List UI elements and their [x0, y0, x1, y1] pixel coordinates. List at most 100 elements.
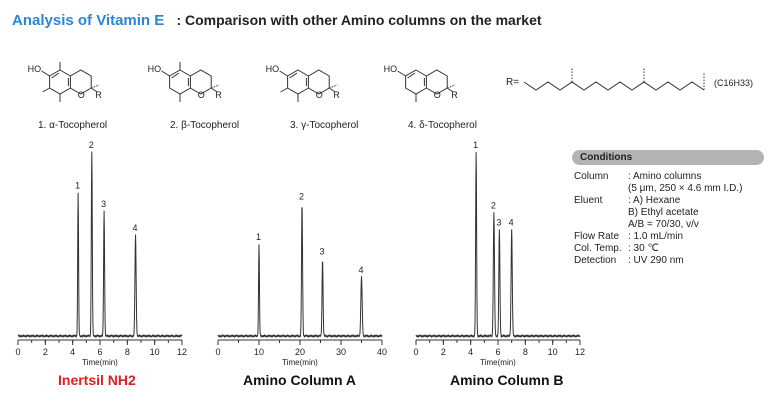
methyl-bond [211, 84, 220, 89]
x-tick-label: 12 [177, 347, 187, 357]
hydroxyl-bond [397, 70, 406, 77]
condition-value: : A) Hexane [628, 195, 681, 206]
benzene-ring [169, 69, 191, 95]
peak-label-4: 4 [359, 265, 364, 275]
double-bond [51, 72, 60, 79]
x-axis-label: Time(min) [82, 358, 118, 367]
x-axis-label: Time(min) [480, 358, 516, 367]
r-label: R [333, 90, 340, 100]
hydroxyl-bond [161, 70, 170, 77]
title-main: Analysis of Vitamin E [12, 12, 165, 29]
x-tick-label: 0 [15, 347, 20, 357]
hydroxyl-label: HO [28, 64, 41, 74]
x-tick-label: 4 [70, 347, 75, 357]
x-tick-label: 40 [377, 347, 387, 357]
peak-label-2: 2 [89, 140, 94, 150]
methyl-bond [280, 87, 288, 93]
peak-label-2: 2 [299, 192, 304, 202]
condition-value: A/B = 70/30, v/v [628, 219, 699, 230]
ring-oxygen-label: O [316, 90, 323, 100]
x-tick-label: 10 [254, 347, 264, 357]
page-title: Analysis of Vitamin E : Comparison with … [12, 12, 542, 29]
x-tick-label: 6 [97, 347, 102, 357]
ring-oxygen-label: O [434, 90, 441, 100]
condition-row: B) Ethyl acetate [572, 207, 764, 219]
x-tick-label: 0 [215, 347, 220, 357]
condition-row: A/B = 70/30, v/v [572, 219, 764, 231]
methyl-bond [42, 87, 50, 93]
r-bond [446, 87, 454, 93]
chart-label-inertsil-nh2: Inertsil NH2 [58, 372, 136, 388]
condition-row: Detection: UV 290 nm [572, 255, 764, 267]
pyran-ring [426, 69, 448, 95]
benzene-ring [287, 69, 309, 95]
condition-value: : Amino columns [628, 171, 702, 182]
condition-row: Column : Amino columns [572, 171, 764, 183]
structure-label-gamma: 3. γ-Tocopherol [290, 120, 359, 131]
r-label: R [95, 90, 102, 100]
r-label: R [215, 90, 222, 100]
peak-label-4: 4 [133, 223, 138, 233]
x-tick-label: 20 [295, 347, 305, 357]
r-group-chain: R= (C16H33) [506, 68, 753, 91]
hydroxyl-bond [279, 70, 288, 77]
peak-label-4: 4 [509, 217, 514, 227]
condition-row: (5 μm, 250 × 4.6 mm I.D.) [572, 183, 764, 195]
condition-key: Flow Rate [574, 231, 620, 242]
ring-oxygen-label: O [78, 90, 85, 100]
structure-label-beta: 2. β-Tocopherol [170, 120, 240, 131]
x-tick-label: 4 [468, 347, 473, 357]
title-subtitle: : Comparison with other Amino columns on… [176, 12, 542, 28]
r-label: R [451, 90, 458, 100]
x-tick-label: 10 [150, 347, 160, 357]
chart-label-amino-column-a: Amino Column A [243, 372, 357, 388]
peak-label-3: 3 [496, 217, 501, 227]
condition-key: Eluent [574, 195, 603, 206]
x-tick-label: 2 [441, 347, 446, 357]
r-bond [90, 87, 98, 93]
x-axis-label: Time(min) [282, 358, 318, 367]
condition-value: : 30 ℃ [628, 243, 659, 254]
r-equals: R= [506, 77, 519, 88]
pyran-ring [70, 69, 92, 95]
peak-label-3: 3 [320, 247, 325, 257]
structure-label-alpha: 1. α-Tocopherol [38, 120, 108, 131]
conditions-panel: Conditions Column: Amino columns(5 μm, 2… [572, 150, 764, 267]
hydroxyl-label: HO [148, 64, 162, 74]
peak-label-1: 1 [256, 232, 261, 242]
condition-value: B) Ethyl acetate [628, 207, 699, 218]
hydroxyl-label: HO [266, 64, 280, 74]
hydroxyl-label: HO [384, 64, 398, 74]
x-tick-label: 30 [336, 347, 346, 357]
chromatogram-trace [415, 152, 581, 339]
double-bond [171, 72, 180, 79]
chromatogram-trace [17, 151, 183, 339]
condition-row: Flow Rate : 1.0 mL/min [572, 231, 764, 243]
pyran-ring [190, 69, 212, 95]
methyl-bond [329, 84, 338, 89]
hydroxyl-bond [41, 70, 50, 77]
x-tick-label: 0 [413, 347, 418, 357]
condition-key: Column [574, 171, 609, 182]
double-bond [407, 72, 416, 79]
chromatogram-trace [217, 207, 383, 339]
peak-label-1: 1 [75, 180, 80, 190]
benzene-ring [49, 69, 71, 95]
condition-key: Detection [574, 255, 617, 266]
condition-key: Col. Temp. [574, 243, 622, 254]
chart-label-amino-column-b: Amino Column B [450, 372, 564, 388]
peak-label-2: 2 [491, 201, 496, 211]
r-group-definition: R= (C16H33) [506, 58, 766, 108]
pyran-ring [308, 69, 330, 95]
methyl-bond [91, 84, 100, 89]
condition-value: : 1.0 mL/min [628, 231, 684, 242]
peak-label-1: 1 [473, 140, 478, 150]
double-bond [289, 72, 298, 79]
